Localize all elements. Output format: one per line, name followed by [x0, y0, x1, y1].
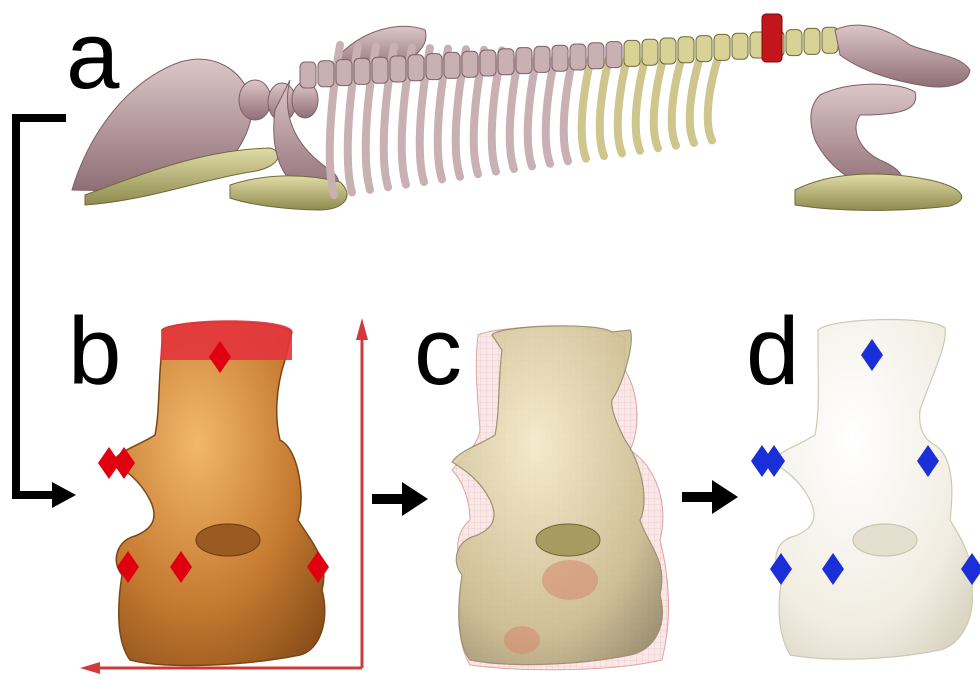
vertebra [462, 51, 478, 77]
vertebra [300, 62, 316, 88]
vertebra [606, 42, 622, 68]
arrow-c-d [682, 480, 738, 514]
vertebra [516, 48, 532, 74]
vertebra [372, 57, 388, 83]
vertebra [480, 50, 496, 76]
vertebra [804, 28, 820, 54]
vertebra [714, 34, 730, 60]
highlighted-vertebra [762, 14, 782, 62]
vertebra [390, 56, 406, 82]
panel-label-d: d [746, 304, 799, 400]
vertebra [588, 43, 604, 69]
hindfoot [795, 174, 962, 210]
rib [672, 56, 682, 145]
vertebra [732, 33, 748, 59]
vertebra [552, 45, 568, 71]
bracket-arrow [16, 118, 76, 508]
landmark-diamond [763, 445, 785, 477]
vertebra [444, 52, 460, 78]
vertebra [408, 55, 424, 81]
vertebra [354, 58, 370, 84]
vertebra [624, 40, 640, 66]
vertebra-c [452, 326, 669, 670]
vertebra [534, 46, 550, 72]
panel-label-b: b [68, 304, 121, 400]
vertebra-c-foramen [536, 524, 600, 556]
pelvis [835, 25, 970, 87]
panel-label-c: c [414, 304, 462, 400]
vertebra [696, 36, 712, 62]
rib [690, 57, 700, 143]
panel-label-a: a [66, 8, 119, 104]
vertebra-b [80, 318, 368, 674]
vertebra-c-diff-patch-2 [504, 626, 540, 654]
vertebra [426, 54, 442, 80]
vertebra [642, 39, 658, 65]
vertebra-b-shape [112, 322, 325, 665]
vertebra [498, 49, 514, 75]
rib [636, 55, 646, 151]
vertebra [336, 60, 352, 86]
vertebra-b-foramen [196, 524, 260, 556]
skeleton-panel [72, 14, 970, 210]
vertebra-d-foramen [853, 524, 917, 556]
vertebra-c-diff-patch [542, 560, 598, 600]
rib [618, 55, 628, 154]
rib [708, 58, 718, 141]
vertebra [786, 30, 802, 56]
vertebra [678, 37, 694, 63]
rib [600, 54, 610, 156]
vertebra [660, 38, 676, 64]
rib [654, 56, 664, 148]
arrow-b-c [372, 482, 428, 516]
vertebra [318, 61, 334, 87]
vertebra [570, 44, 586, 70]
